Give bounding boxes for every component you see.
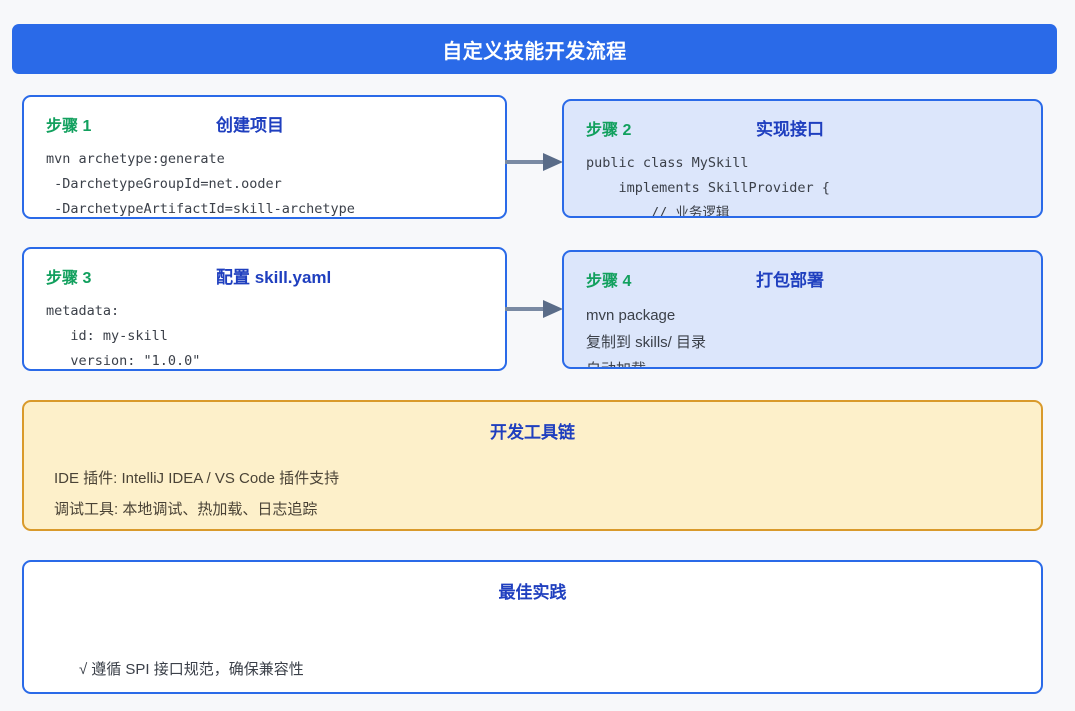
step-1-code-line-1: mvn archetype:generate <box>46 151 225 167</box>
arrow-head-icon <box>543 300 563 318</box>
step-4-text-line-1: mvn package <box>586 307 676 324</box>
toolchain-panel: 开发工具链 IDE 插件: IntelliJ IDEA / VS Code 插件… <box>22 400 1043 531</box>
step-2-code-line-2: implements SkillProvider { <box>586 180 830 196</box>
step-3-header: 步骤 3 配置 skill.yaml <box>46 263 483 289</box>
step-3-code-line-1: metadata: <box>46 303 120 319</box>
step-card-4[interactable]: 步骤 4 打包部署 mvn package 复制到 skills/ 目录 自动加… <box>562 250 1043 369</box>
best-practices-title: 最佳实践 <box>498 583 567 602</box>
step-3-code-line-3: version: "1.0.0" <box>46 353 201 369</box>
step-card-3[interactable]: 步骤 3 配置 skill.yaml metadata: id: my-skil… <box>22 247 507 371</box>
step-4-label: 步骤 4 <box>586 273 632 290</box>
step-2-header: 步骤 2 实现接口 <box>586 115 1019 141</box>
arrow-line <box>505 160 547 164</box>
step-4-header: 步骤 4 打包部署 <box>586 266 1019 292</box>
step-2-label: 步骤 2 <box>586 122 632 139</box>
page-title: 自定义技能开发流程 <box>442 40 627 63</box>
step-3-label: 步骤 3 <box>46 270 92 287</box>
toolchain-line-2: 调试工具: 本地调试、热加载、日志追踪 <box>54 501 318 518</box>
step-1-header: 步骤 1 创建项目 <box>46 111 483 137</box>
arrow-line <box>505 307 547 311</box>
page-header-banner: 自定义技能开发流程 <box>12 24 1057 74</box>
step-2-code-line-3: // 业务逻辑 <box>586 205 730 218</box>
step-3-code-line-2: id: my-skill <box>46 328 168 344</box>
toolchain-title: 开发工具链 <box>490 423 575 442</box>
toolchain-line-1: IDE 插件: IntelliJ IDEA / VS Code 插件支持 <box>54 470 340 487</box>
step-3-title: 配置 skill.yaml <box>216 268 332 287</box>
step-card-2[interactable]: 步骤 2 实现接口 public class MySkill implement… <box>562 99 1043 218</box>
step-4-text-line-2: 复制到 skills/ 目录 <box>586 334 707 351</box>
step-1-code-line-2: -DarchetypeGroupId=net.ooder <box>46 176 282 192</box>
best-practices-item-1-label: 遵循 SPI 接口规范，确保兼容性 <box>91 661 304 678</box>
best-practices-panel: 最佳实践 √遵循 SPI 接口规范，确保兼容性 √使用语义化版本控制 (SemV… <box>22 560 1043 694</box>
arrow-head-icon <box>543 153 563 171</box>
toolchain-line-3: 测试框架: JUnit 5 + 技能测试套件 <box>54 525 1011 529</box>
arrow-step1-to-step2 <box>505 153 563 171</box>
step-1-title: 创建项目 <box>216 116 284 135</box>
step-1-label: 步骤 1 <box>46 118 92 135</box>
step-card-1[interactable]: 步骤 1 创建项目 mvn archetype:generate -Darche… <box>22 95 507 219</box>
step-4-text-line-3: 自动加载 <box>586 356 1019 367</box>
best-practices-item-1: √遵循 SPI 接口规范，确保兼容性 <box>54 623 1011 692</box>
step-2-code-line-1: public class MySkill <box>586 155 749 171</box>
step-1-code-line-3: -DarchetypeArtifactId=skill-archetype <box>46 201 355 217</box>
check-icon: √ <box>79 661 88 678</box>
step-2-title: 实现接口 <box>756 120 824 139</box>
step-4-title: 打包部署 <box>756 271 824 290</box>
arrow-step3-to-step4 <box>505 300 563 318</box>
